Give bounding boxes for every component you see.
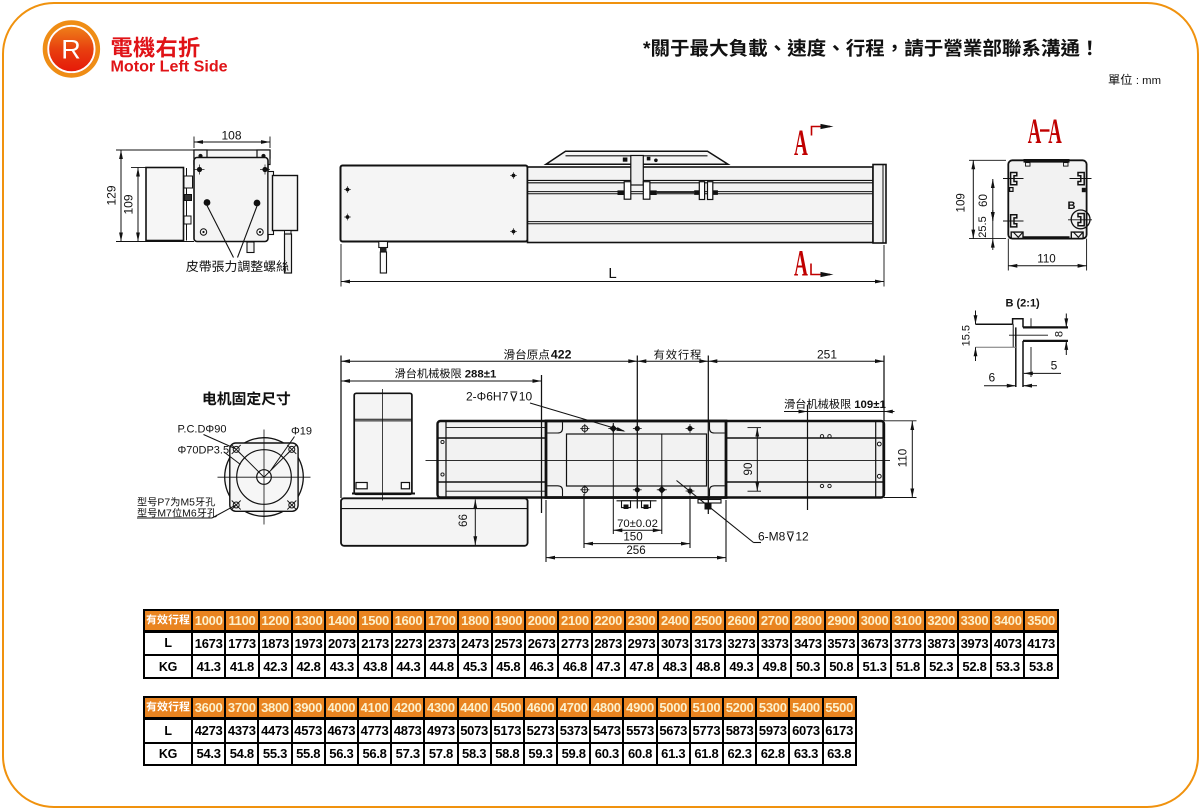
svg-text:M6: M6 [182, 509, 197, 520]
svg-text:129: 129 [105, 185, 119, 205]
svg-text:R: R [61, 35, 81, 65]
svg-text:422: 422 [551, 348, 572, 362]
svg-text:90: 90 [742, 463, 755, 476]
svg-text:110: 110 [897, 449, 910, 467]
svg-text:B: B [1068, 200, 1076, 212]
svg-text:A: A [1048, 112, 1062, 152]
svg-text:A: A [1028, 112, 1042, 152]
svg-text:M7: M7 [157, 509, 172, 520]
svg-text:110: 110 [1037, 252, 1055, 265]
svg-text:2-Φ6H7: 2-Φ6H7 [466, 390, 509, 404]
svg-text:251: 251 [817, 348, 837, 362]
svg-text:60: 60 [977, 194, 990, 207]
svg-text:Motor Left Side: Motor Left Side [111, 58, 228, 76]
svg-text:256: 256 [626, 544, 645, 557]
svg-text:A: A [794, 124, 808, 164]
svg-text:109: 109 [955, 193, 968, 212]
svg-text:5: 5 [1051, 358, 1058, 372]
svg-text:A: A [794, 244, 808, 284]
svg-text:288±1: 288±1 [465, 369, 497, 381]
svg-text:Φ19: Φ19 [291, 426, 312, 438]
svg-text:P7: P7 [157, 498, 170, 509]
svg-text:P.C.DΦ90: P.C.DΦ90 [178, 424, 227, 436]
svg-text:M5: M5 [180, 498, 195, 509]
svg-text:B (2:1): B (2:1) [1006, 298, 1041, 310]
svg-text:12: 12 [795, 530, 809, 544]
svg-text:*: * [643, 39, 651, 60]
svg-text:6-M8: 6-M8 [758, 530, 786, 544]
svg-text:66: 66 [457, 514, 470, 527]
svg-text:150: 150 [623, 531, 642, 544]
svg-text:15.5: 15.5 [961, 325, 973, 346]
svg-text:108: 108 [221, 129, 241, 143]
svg-text:: mm: : mm [1136, 75, 1161, 87]
svg-text:8: 8 [1053, 331, 1065, 337]
svg-text:25.5: 25.5 [977, 216, 989, 237]
svg-text:109±1: 109±1 [854, 399, 886, 411]
svg-text:109: 109 [122, 194, 136, 214]
svg-text:10: 10 [519, 390, 533, 404]
svg-text:L: L [608, 265, 616, 282]
svg-text:Φ70DP3.5: Φ70DP3.5 [178, 445, 230, 457]
svg-text:70±0.02: 70±0.02 [617, 518, 658, 530]
svg-text:6: 6 [988, 370, 995, 384]
